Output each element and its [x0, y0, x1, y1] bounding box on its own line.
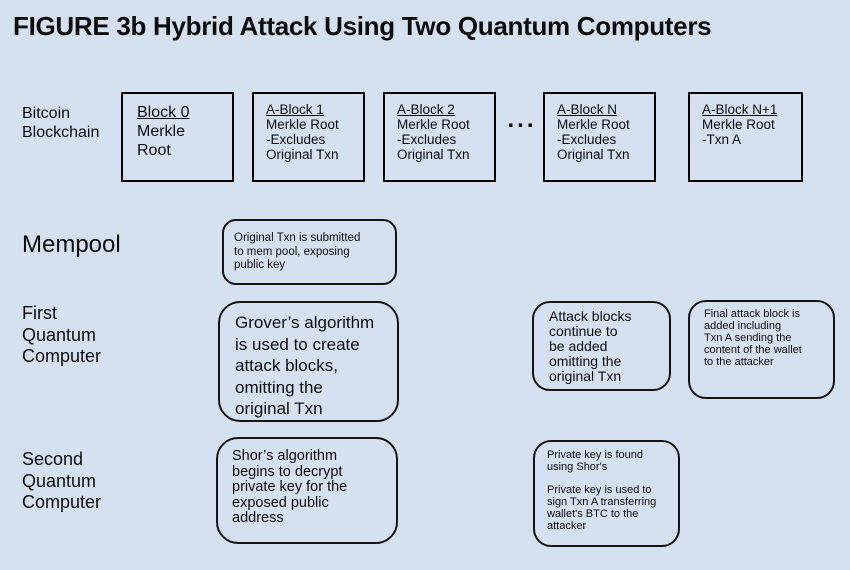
attack-block-1-body: Merkle Root -Excludes Original Txn — [266, 117, 339, 162]
attack-block-1: A-Block 1 Merkle Root -Excludes Original… — [252, 92, 365, 182]
attack-block-n-plus-1-body: Merkle Root -Txn A — [702, 117, 775, 147]
shor-algorithm-note-box: Shor’s algorithm begins to decrypt priva… — [216, 437, 398, 544]
block-0-title: Block 0 — [137, 104, 190, 121]
attack-block-2-body: Merkle Root -Excludes Original Txn — [397, 117, 470, 162]
mempool-note-box: Original Txn is submitted to mem pool, e… — [222, 219, 397, 285]
grover-algorithm-note-box: Grover’s algorithm is used to create att… — [218, 301, 399, 422]
block-0: Block 0 Merkle Root — [121, 92, 234, 182]
attack-block-n-title: A-Block N — [557, 102, 618, 117]
attack-block-n-plus-1-title: A-Block N+1 — [702, 102, 778, 117]
block-0-body: Merkle Root — [137, 123, 186, 159]
row-label-bitcoin-blockchain: Bitcoin Blockchain — [22, 105, 100, 141]
attack-block-n-body: Merkle Root -Excludes Original Txn — [557, 117, 630, 162]
private-key-note-box: Private key is found using Shor's Privat… — [533, 440, 680, 547]
attack-block-n: A-Block N Merkle Root -Excludes Original… — [543, 92, 656, 182]
row-label-first-quantum-computer: First Quantum Computer — [22, 303, 102, 366]
final-attack-block-note-box: Final attack block is added including Tx… — [688, 300, 835, 399]
figure-title: FIGURE 3b Hybrid Attack Using Two Quantu… — [13, 11, 712, 41]
attack-blocks-continue-note-box: Attack blocks continue to be added omitt… — [532, 301, 671, 391]
attack-block-1-title: A-Block 1 — [266, 102, 324, 117]
row-label-mempool: Mempool — [22, 231, 121, 258]
ellipsis-between-blocks: ... — [507, 106, 537, 133]
attack-block-n-plus-1: A-Block N+1 Merkle Root -Txn A — [688, 92, 803, 182]
attack-block-2: A-Block 2 Merkle Root -Excludes Original… — [383, 92, 496, 182]
attack-block-2-title: A-Block 2 — [397, 102, 455, 117]
row-label-second-quantum-computer: Second Quantum Computer — [22, 449, 102, 512]
